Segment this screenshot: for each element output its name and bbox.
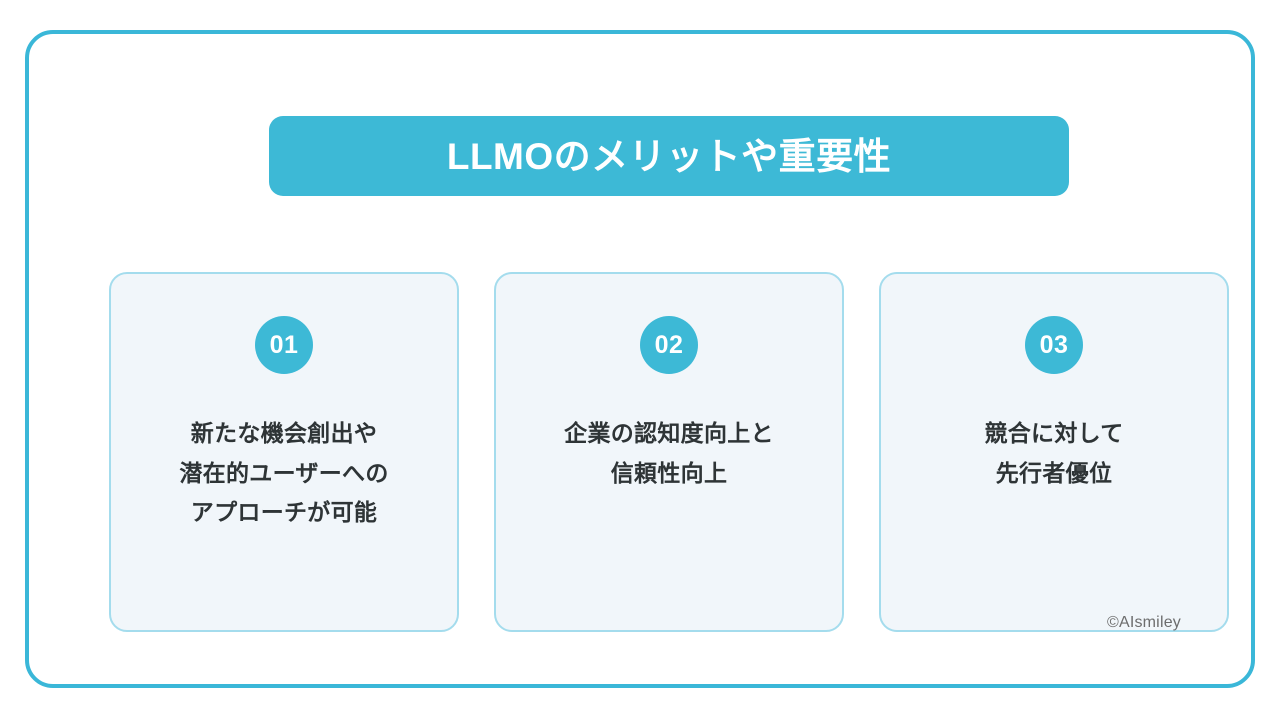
card-text-line: 競合に対して (984, 420, 1124, 446)
card-number-badge-02: 02 (640, 316, 698, 374)
page-title: LLMOのメリットや重要性 (446, 135, 892, 177)
card-text-line: 潜在的ユーザーへの (179, 459, 389, 486)
benefit-card-list: 01 新たな機会創出や 潜在的ユーザーへの アプローチが可能 02 企業の認知度… (109, 272, 1229, 632)
card-text-01: 新たな機会創出や 潜在的ユーザーへの アプローチが可能 (111, 414, 457, 533)
card-text-line: 先行者優位 (995, 459, 1113, 486)
card-text-line: 新たな機会創出や (190, 420, 378, 446)
copyright-notice: ©AIsmiley (1106, 614, 1181, 631)
card-text-line: 信頼性向上 (610, 459, 728, 486)
card-text-line: 企業の認知度向上と (564, 420, 774, 446)
card-text-02: 企業の認知度向上と 信頼性向上 (496, 414, 842, 493)
card-text-line: アプローチが可能 (190, 499, 378, 526)
title-banner: LLMOのメリットや重要性 (269, 116, 1069, 196)
card-number-badge-01: 01 (255, 316, 313, 374)
card-text-03: 競合に対して 先行者優位 (881, 414, 1227, 493)
slide-frame: LLMOのメリットや重要性 01 新たな機会創出や 潜在的ユーザーへの アプロー… (25, 30, 1255, 688)
benefit-card-03: 03 競合に対して 先行者優位 (879, 272, 1229, 632)
benefit-card-02: 02 企業の認知度向上と 信頼性向上 (494, 272, 844, 632)
card-number-badge-03: 03 (1025, 316, 1083, 374)
benefit-card-01: 01 新たな機会創出や 潜在的ユーザーへの アプローチが可能 (109, 272, 459, 632)
